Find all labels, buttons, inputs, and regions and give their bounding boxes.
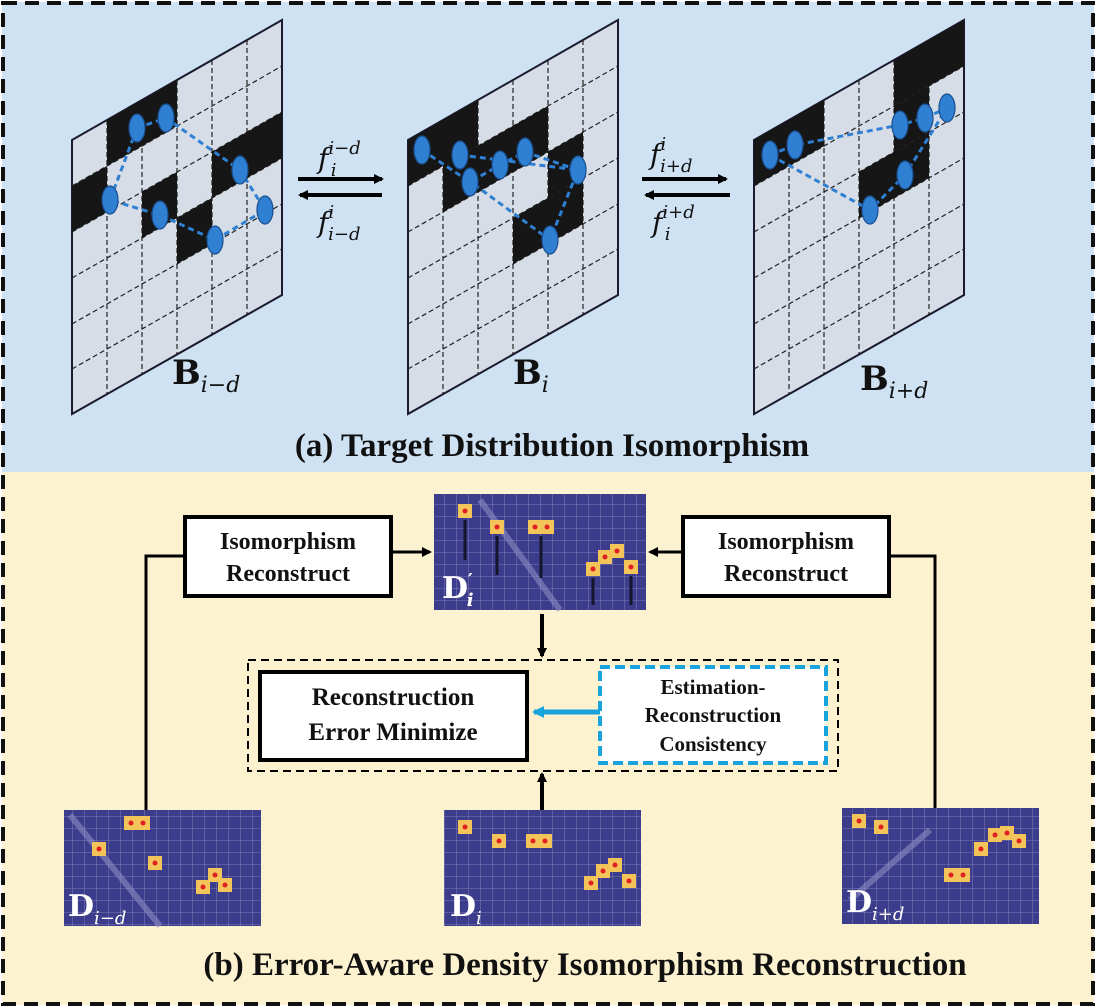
density-map-d-prime-i: D′i — [434, 494, 646, 612]
recon-box-right-line1: Isomorphism — [718, 529, 854, 555]
recon-box-left-line1: Isomorphism — [220, 529, 356, 555]
frame-b-i-minus-d — [71, 18, 283, 416]
recon-box-left — [183, 515, 393, 598]
consistency-line2: Reconstruction — [645, 703, 782, 727]
target-nodes — [101, 103, 274, 255]
recon-box-left-line2: Reconstruct — [226, 561, 350, 587]
density-map-d-i-minus-d: Di−d — [64, 810, 261, 929]
density-map-d-i-plus-d: Di+d — [842, 808, 1039, 925]
frame-b-i — [407, 18, 619, 416]
connector-right — [648, 547, 937, 810]
connector-left — [144, 547, 432, 810]
head-points — [462, 508, 634, 572]
head-points — [856, 818, 1022, 878]
minimize-line2: Error Minimize — [308, 719, 477, 746]
mapping-arrows-right — [642, 174, 730, 200]
density-blobs — [458, 820, 636, 890]
minimize-line1: Reconstruction — [312, 684, 475, 711]
head-points — [96, 820, 228, 890]
target-nodes — [761, 93, 956, 225]
recon-box-right-line2: Reconstruct — [724, 561, 848, 587]
recon-box-right — [681, 515, 891, 598]
panel-b-title: (b) Error-Aware Density Isomorphism Reco… — [203, 947, 966, 983]
minimize-box — [258, 670, 529, 762]
pedestrian-silhouettes — [463, 520, 633, 605]
consistency-line3: Consistency — [659, 732, 767, 756]
panel-a-title: (a) Target Distribution Isomorphism — [295, 428, 809, 464]
frame-b-i-plus-d — [753, 18, 965, 416]
target-nodes — [413, 135, 587, 255]
head-points — [462, 824, 632, 886]
consistency-box — [598, 665, 828, 765]
consistency-line1: Estimation- — [661, 675, 766, 699]
density-map-d-i: Di — [444, 810, 641, 929]
mapping-arrows-left — [298, 174, 384, 200]
svg-text:D′i: D′i — [442, 570, 474, 611]
loss-container — [247, 659, 839, 772]
